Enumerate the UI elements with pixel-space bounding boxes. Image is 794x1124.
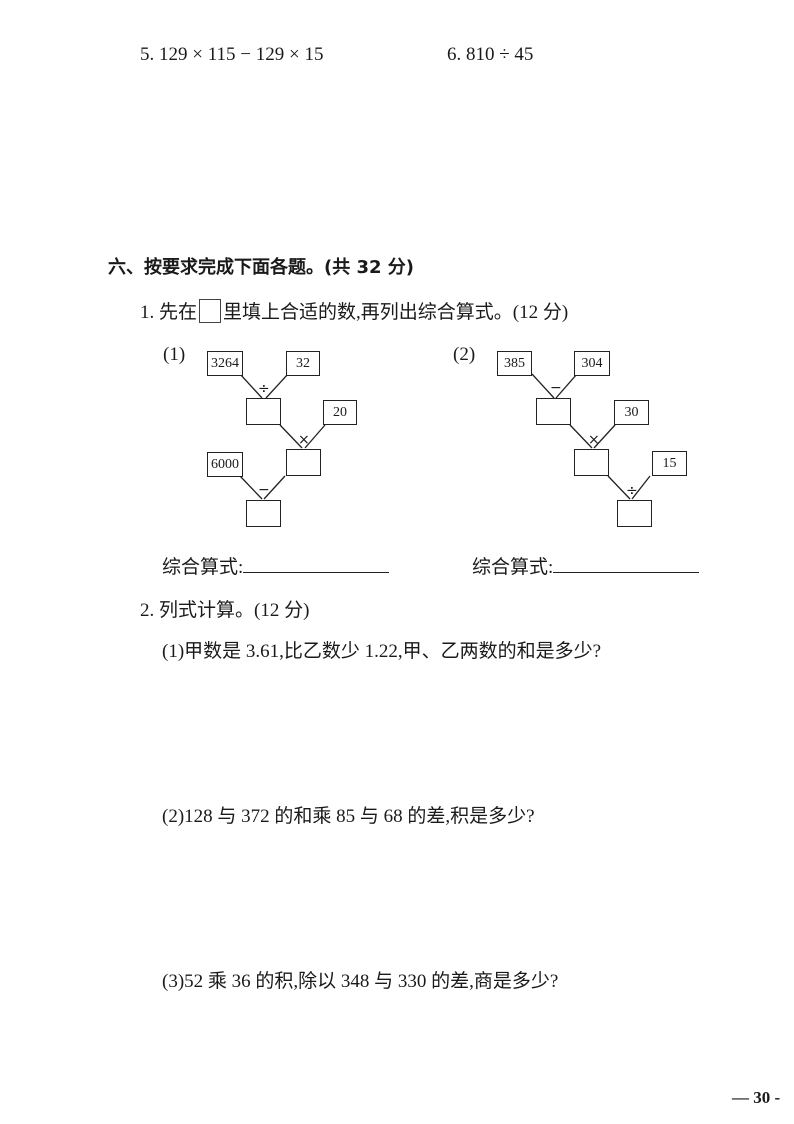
diagram-2-box-385: 385 (497, 351, 532, 376)
diagram-2-answer-box-2[interactable] (574, 449, 609, 476)
diagram-1-label: (1) (163, 344, 186, 365)
divide-operator-icon: ÷ (626, 483, 638, 499)
minus-operator-icon: − (550, 380, 562, 396)
multiply-operator-icon: × (298, 432, 310, 448)
diagram-1-answer-box-1[interactable] (246, 398, 281, 425)
diagram-2-answer-box-3[interactable] (617, 500, 652, 527)
formula-2: 综合算式: (472, 552, 700, 579)
section-6-title: 六、按要求完成下面各题。(共 32 分) (108, 257, 415, 278)
diagram-1-box-20: 20 (323, 400, 357, 425)
question-2-title: 2. 列式计算。(12 分) (140, 600, 310, 621)
question-1-instruction: 1. 先在 里填上合适的数,再列出综合算式。(12 分) (140, 297, 568, 324)
diagram-2-label: (2) (453, 344, 476, 365)
diagram-1-answer-box-3[interactable] (246, 500, 281, 527)
formula-1: 综合算式: (162, 552, 390, 579)
diagram-1-answer-box-2[interactable] (286, 449, 321, 476)
problem-5: 5. 129 × 115 − 129 × 15 (140, 44, 324, 65)
minus-operator-icon: − (258, 482, 270, 498)
question-2-item-1: (1)甲数是 3.61,比乙数少 1.22,甲、乙两数的和是多少? (162, 641, 602, 662)
question-2-item-2: (2)128 与 372 的和乘 85 与 68 的差,积是多少? (162, 806, 535, 827)
formula-2-answer-line[interactable] (553, 554, 700, 573)
diagram-2-box-304: 304 (574, 351, 610, 376)
instruction-prefix: 1. 先在 (140, 302, 198, 323)
diagram-2-box-15: 15 (652, 451, 687, 476)
question-2-item-3: (3)52 乘 36 的积,除以 348 与 330 的差,商是多少? (162, 971, 559, 992)
diagram-1-box-32: 32 (286, 351, 320, 376)
divide-operator-icon: ÷ (258, 381, 270, 397)
formula-label: 综合算式: (162, 557, 244, 578)
page-number: — 30 - (732, 1088, 781, 1107)
multiply-operator-icon: × (588, 432, 600, 448)
inline-blank-box-icon (199, 299, 222, 323)
diagram-2-box-30: 30 (614, 400, 649, 425)
diagram-1-box-6000: 6000 (207, 452, 243, 477)
diagram-2-answer-box-1[interactable] (536, 398, 571, 425)
instruction-suffix: 里填上合适的数,再列出综合算式。(12 分) (223, 302, 569, 323)
problem-6: 6. 810 ÷ 45 (447, 44, 534, 65)
formula-label: 综合算式: (472, 557, 554, 578)
formula-1-answer-line[interactable] (243, 554, 390, 573)
diagram-1-box-3264: 3264 (207, 351, 243, 376)
